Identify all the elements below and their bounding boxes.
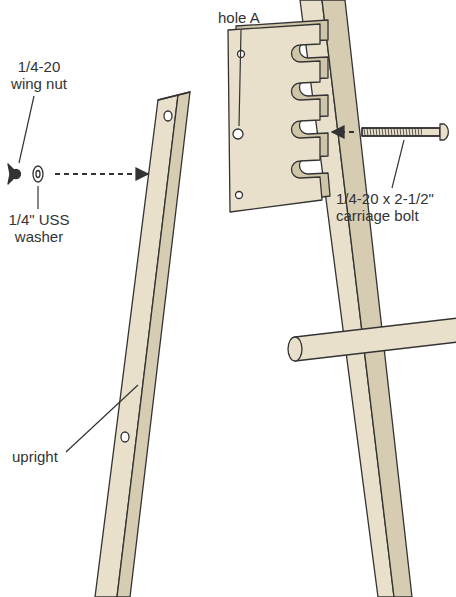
part-label: 1/4-20 x 2-1/2" carriage bolt <box>336 190 452 224</box>
part-label: hole A <box>218 9 278 26</box>
leader-line <box>19 96 34 163</box>
leader-line <box>239 30 241 126</box>
leader-line <box>66 385 138 452</box>
part-label: 1/4-20 wing nut <box>8 58 70 92</box>
leader-line <box>37 186 38 209</box>
hole-a <box>233 129 243 139</box>
assembly-arrow <box>332 131 354 133</box>
carriage-bolt <box>362 124 448 140</box>
leader-line <box>392 140 404 188</box>
part-label: upright <box>12 448 72 465</box>
slotted-plate <box>228 24 322 212</box>
part-label: 1/4" USS washer <box>6 211 72 245</box>
upright-leg-side <box>117 92 190 597</box>
wing-nut <box>8 164 21 184</box>
washer <box>33 166 43 182</box>
upright-leg-top <box>158 92 190 100</box>
upright-hole <box>121 432 129 442</box>
washer-hole <box>36 171 40 178</box>
cross-bar-end <box>288 337 302 361</box>
upright-hole <box>164 111 172 121</box>
assembly-arrow <box>55 173 148 175</box>
cross-bar <box>295 318 456 361</box>
plate-hole <box>236 192 243 199</box>
easel-post-side <box>322 0 412 597</box>
